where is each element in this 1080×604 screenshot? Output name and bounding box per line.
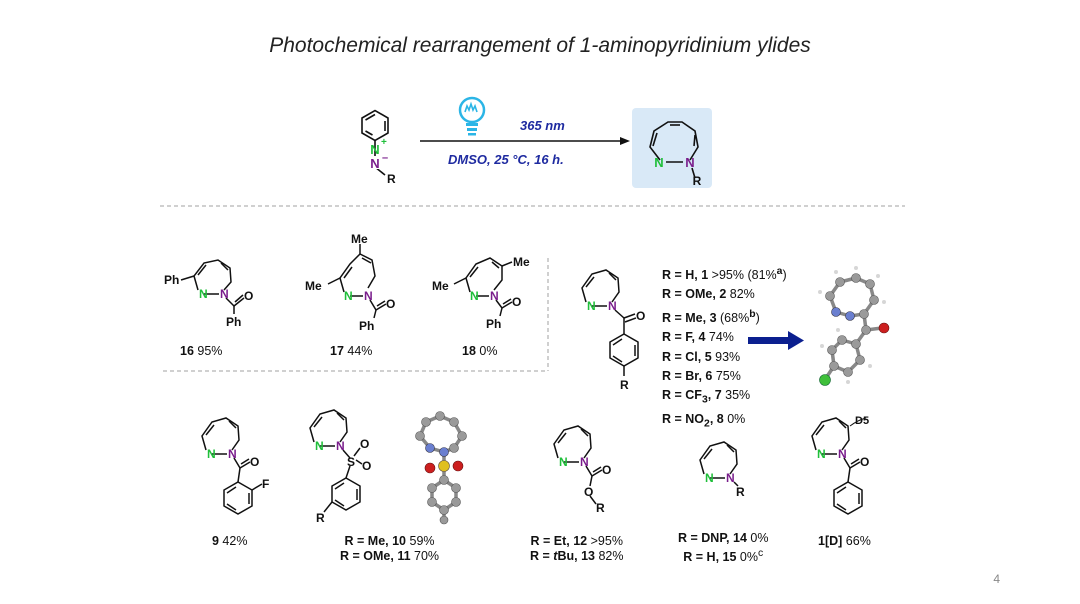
n-label: N <box>726 471 735 485</box>
xray-structure-compound-5 <box>818 266 890 386</box>
methyl-label: Me <box>432 279 449 293</box>
compound-16-label: 16 95% <box>180 344 223 358</box>
azepine-n2-label: N <box>685 155 694 170</box>
phenyl-label: Ph <box>226 315 241 328</box>
methyl-label: Me <box>351 232 368 246</box>
compound-12-13-label: R = Et, 12 >95% R = tBu, 13 82% <box>530 534 624 563</box>
n-label: N <box>336 439 345 453</box>
r-entry-7: R = CF3, 7 35% <box>662 388 751 406</box>
xray-arrow <box>748 331 804 350</box>
compound-17-label: 17 44% <box>330 344 373 358</box>
r-entry-8: R = NO2, 8 0% <box>662 411 746 430</box>
sulfur-label: S <box>347 455 355 469</box>
o-label: O <box>386 297 395 311</box>
compound-9-structure: N N O F <box>201 417 269 515</box>
n-label: N <box>705 471 714 485</box>
n-label: N <box>587 299 596 313</box>
methyl-label: Me <box>513 255 530 269</box>
ylide-n-label: N <box>370 156 379 171</box>
o-label: O <box>250 455 259 469</box>
reaction-arrow-head <box>620 137 630 145</box>
compound-18-label: 18 0% <box>462 344 498 358</box>
r-entry-5: R = Cl, 5 93% <box>662 349 741 364</box>
r-entry-2: R = OMe, 2 82% <box>662 287 755 302</box>
compound-14-15-structure: N N R <box>699 441 745 499</box>
n-label: N <box>220 287 229 301</box>
compound-1D-label: 1[D] 66% <box>818 534 871 548</box>
wavelength-label: 365 nm <box>520 118 565 133</box>
r-label: R <box>316 511 325 525</box>
n-label: N <box>817 447 826 461</box>
r-entry-1: R = H, 1 >95% (81%a) <box>662 266 787 283</box>
r-entry-4: R = F, 4 74% <box>662 330 734 345</box>
o-label: O <box>860 455 869 469</box>
phenyl-label: Ph <box>164 273 179 287</box>
n-label: N <box>580 455 589 469</box>
r-entry-6: R = Br, 6 75% <box>662 368 741 383</box>
compound-1D-structure: N N O D5 <box>811 415 869 515</box>
r-entry-3: R = Me, 3 (68%b) <box>662 308 760 325</box>
o-label: O <box>602 463 611 477</box>
n-label: N <box>559 455 568 469</box>
deuterium-label: D5 <box>855 415 869 427</box>
n-label: N <box>608 299 617 313</box>
compound-16-structure: Ph N N O Ph <box>164 259 253 328</box>
phenyl-label: Ph <box>359 319 374 332</box>
light-bulb-icon <box>458 96 486 136</box>
reaction-scheme: N + N – R N N R <box>361 96 712 188</box>
compound-14-15-label: R = DNP, 14 0% R = H, 15 0%c <box>678 531 769 565</box>
r-label: R <box>736 485 745 499</box>
n-label: N <box>364 289 373 303</box>
ylide-r-label: R <box>387 172 396 186</box>
methyl-label: Me <box>305 279 322 293</box>
o-label: O <box>244 289 253 303</box>
azepine-n1-label: N <box>654 155 663 170</box>
compound-17-structure: Me Me N N O Ph <box>305 232 395 332</box>
aryl-series-structure: N N O R <box>581 269 645 392</box>
r-label: R <box>620 378 629 392</box>
phenyl-label: Ph <box>486 317 501 331</box>
r-label: R <box>596 501 605 514</box>
minus-charge: – <box>382 152 388 164</box>
n-label: N <box>344 289 353 303</box>
r-substituent-list: R = H, 1 >95% (81%a) R = OMe, 2 82% R = … <box>662 262 787 434</box>
azepine-r-label: R <box>693 174 702 188</box>
o-label: O <box>360 437 369 451</box>
compound-18-structure: Me Me N N O Ph <box>432 255 530 331</box>
conditions-label: DMSO, 25 °C, 16 h. <box>448 152 564 167</box>
n-label: N <box>228 447 237 461</box>
n-label: N <box>470 289 479 303</box>
n-label: N <box>199 287 208 301</box>
compound-10-11-structure: N N S O O R <box>309 409 371 525</box>
o-label: O <box>362 459 371 473</box>
n-label: N <box>315 439 324 453</box>
o-label: O <box>636 309 645 323</box>
o-label: O <box>512 295 521 309</box>
page-title: Photochemical rearrangement of 1-aminopy… <box>269 34 811 57</box>
xray-structure-sulfonyl <box>415 411 467 525</box>
compound-12-13-structure: N N O O R <box>553 425 611 514</box>
plus-charge: + <box>381 137 387 148</box>
fluorine-label: F <box>262 477 269 491</box>
o-label: O <box>584 485 593 499</box>
compound-10-11-label: R = Me, 10 59% R = OMe, 11 70% <box>340 534 440 563</box>
azepine-product-structure <box>649 121 699 179</box>
pyridinium-n-label: N <box>370 142 379 157</box>
n-label: N <box>490 289 499 303</box>
compound-9-label: 9 42% <box>212 534 248 548</box>
n-label: N <box>207 447 216 461</box>
n-label: N <box>838 447 847 461</box>
page-number: 4 <box>993 572 1000 586</box>
